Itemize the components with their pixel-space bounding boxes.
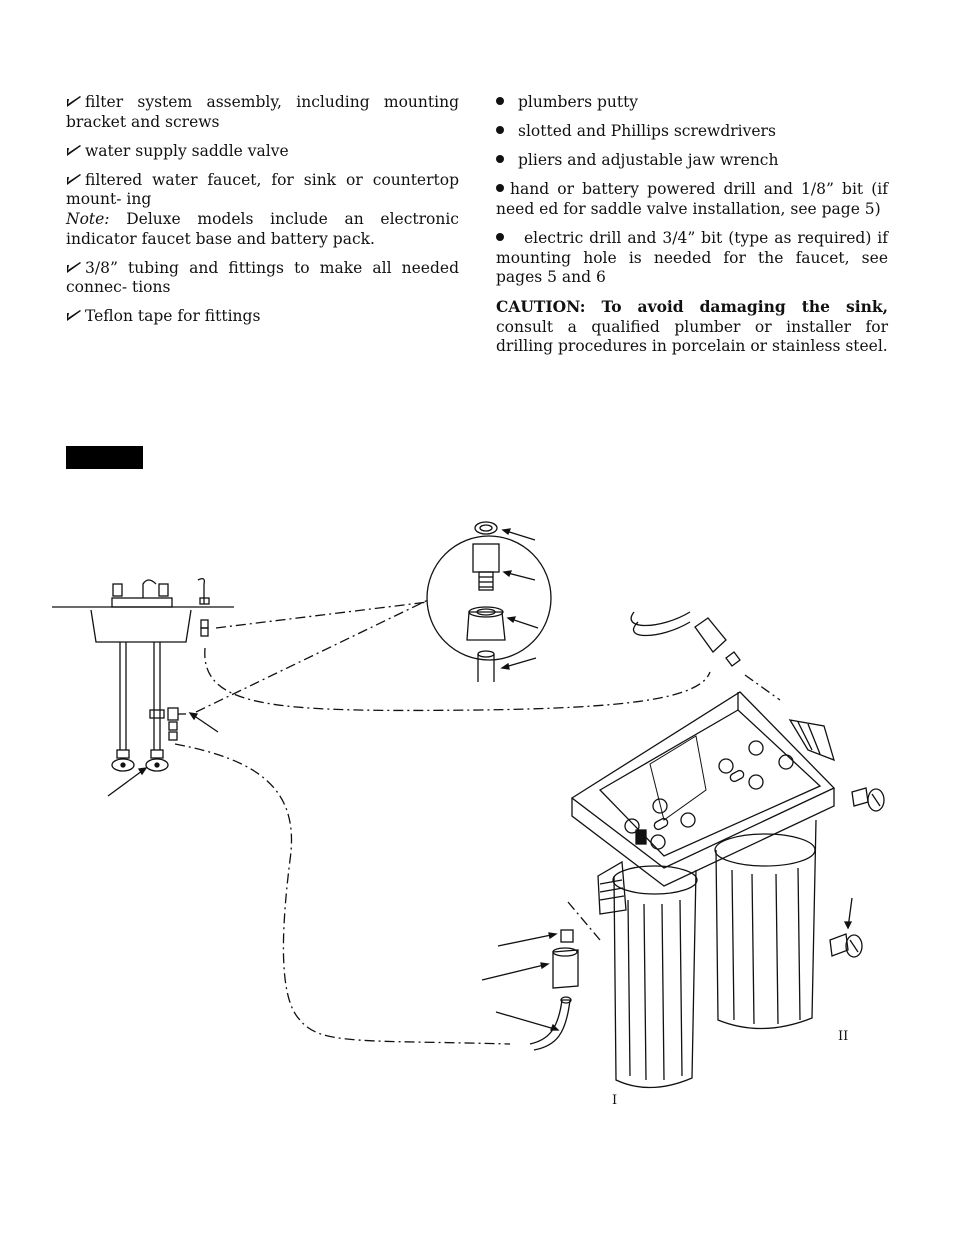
detail-circle: [426, 521, 552, 682]
contents-item-teflon: Teflon tape for fittings: [85, 307, 261, 326]
list-item: pliers and adjustable jaw wrench: [496, 151, 888, 171]
list-item: water supply saddle valve: [66, 142, 459, 162]
caution-paragraph: CAUTION: To avoid damaging the sink, con…: [496, 297, 888, 357]
list-item: 3/8” tubing and fittings to make all nee…: [66, 259, 459, 298]
list-item: slotted and Phillips screwdrivers: [496, 122, 888, 142]
check-icon: [67, 144, 81, 156]
mounting-screws: [829, 787, 885, 958]
cartridge-label-2: II: [838, 1029, 849, 1044]
caution-text: consult a qualified plumber or installer…: [496, 317, 888, 356]
contents-item-faucet: filtered water faucet, for sink or count…: [66, 170, 459, 209]
bullet-icon: [496, 126, 504, 135]
contents-item-filter: filter system assembly, including mounti…: [66, 93, 459, 131]
tool-screwdrivers: slotted and Phillips screwdrivers: [518, 122, 776, 141]
installation-diagram: [52, 521, 885, 1089]
check-icon: [67, 173, 81, 185]
note-text: Deluxe models include an electronic indi…: [66, 209, 459, 248]
tool-drill-small: hand or battery powered drill and 1/8” b…: [496, 180, 888, 218]
list-item: electric drill and 3/4” bit (type as req…: [496, 229, 888, 288]
note-label: Note:: [66, 209, 110, 228]
contents-item-saddle-valve: water supply saddle valve: [85, 141, 289, 160]
bullet-icon: [496, 232, 504, 241]
check-icon: [67, 261, 81, 273]
list-item: filtered water faucet, for sink or count…: [66, 171, 459, 249]
figure-heading-box: [66, 446, 143, 469]
caution-label: CAUTION: To avoid damaging the sink,: [496, 297, 888, 317]
tool-drill-large: electric drill and 3/4” bit (type as req…: [496, 228, 888, 287]
tools-list: plumbers putty slotted and Phillips scre…: [496, 93, 888, 367]
list-item: Teflon tape for fittings: [66, 307, 459, 327]
contents-list: filter system assembly, including mounti…: [66, 93, 459, 336]
inlet-fittings: [481, 929, 579, 1051]
sink-illustration: [52, 578, 234, 772]
filter-assembly: [570, 691, 836, 1089]
list-item: filter system assembly, including mounti…: [66, 93, 459, 132]
list-item: hand or battery powered drill and 1/8” b…: [496, 180, 888, 219]
cartridge-label-1: I: [612, 1093, 618, 1108]
tool-pliers: pliers and adjustable jaw wrench: [518, 151, 779, 170]
check-icon: [67, 96, 81, 107]
bullet-icon: [496, 97, 504, 105]
tool-putty: plumbers putty: [518, 93, 639, 111]
check-icon: [67, 310, 81, 322]
bullet-icon: [496, 155, 504, 164]
bullet-icon: [496, 184, 504, 193]
list-item: plumbers putty: [496, 93, 888, 113]
contents-item-tubing: 3/8” tubing and fittings to make all nee…: [66, 258, 459, 297]
